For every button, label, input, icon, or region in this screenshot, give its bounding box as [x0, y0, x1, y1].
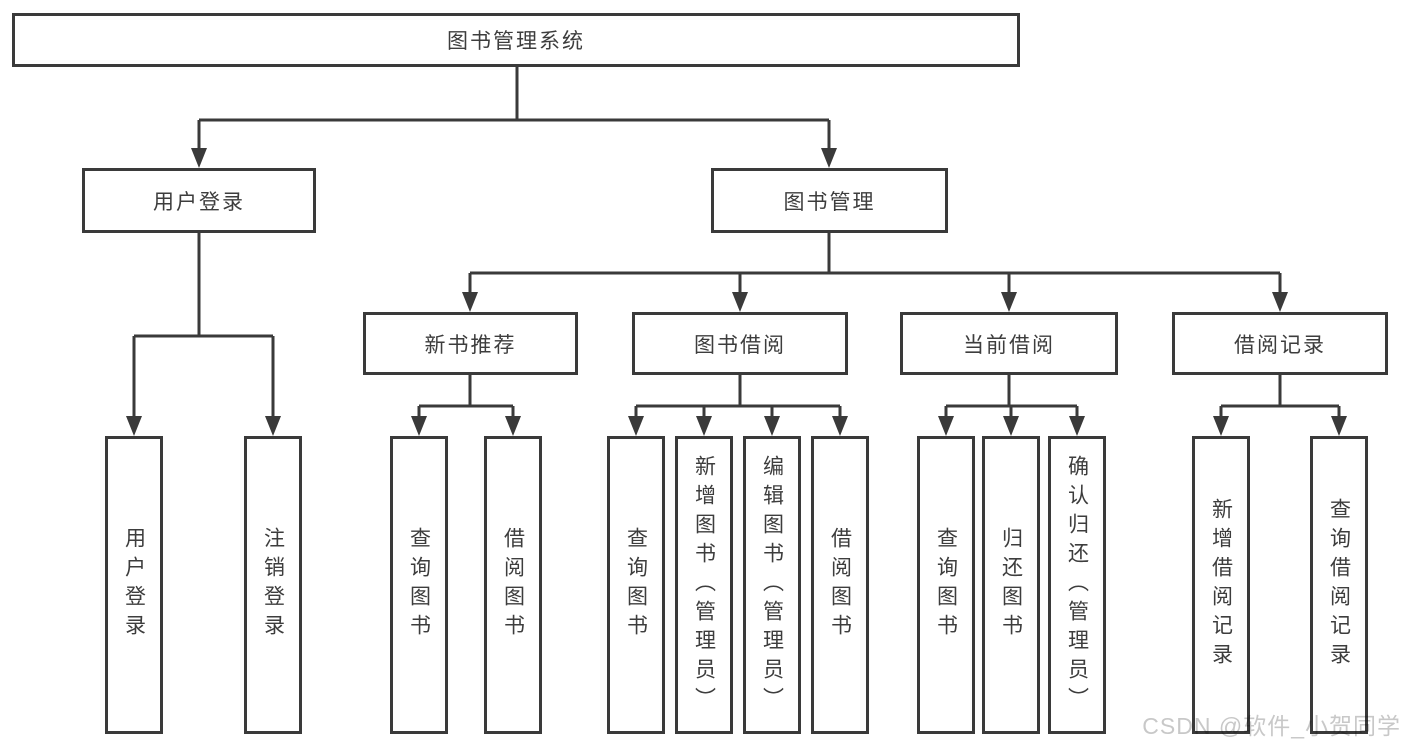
- leaf-confirm-return-admin: 确认归还（管理员）: [1048, 436, 1106, 734]
- node-label: 借阅图书: [828, 527, 852, 643]
- arrowhead: [265, 416, 281, 436]
- csdn-watermark: CSDN @软件_小贺同学: [1142, 713, 1401, 739]
- arrowhead: [938, 416, 954, 436]
- node-label: 查询图书: [624, 527, 648, 643]
- node-label: 借阅图书: [501, 527, 525, 643]
- arrowhead: [821, 148, 837, 168]
- leaf-add-books-admin: 新增图书（管理员）: [675, 436, 733, 734]
- leaf-add-borrow-record: 新增借阅记录: [1192, 436, 1250, 734]
- arrowhead: [1213, 416, 1229, 436]
- node-user-login-branch: 用户登录: [82, 168, 316, 233]
- node-label: 新增借阅记录: [1209, 498, 1233, 672]
- node-label: 用户登录: [153, 190, 245, 214]
- node-label: 归还图书: [999, 527, 1023, 643]
- arrowhead: [696, 416, 712, 436]
- node-label: 注销登录: [261, 527, 285, 643]
- node-borrow-record: 借阅记录: [1172, 312, 1388, 375]
- node-label: 查询图书: [934, 527, 958, 643]
- arrowhead: [1003, 416, 1019, 436]
- leaf-borrow-books-recommend: 借阅图书: [484, 436, 542, 734]
- node-book-borrow: 图书借阅: [632, 312, 848, 375]
- node-label: 确认归还（管理员）: [1065, 454, 1089, 716]
- node-current-borrow: 当前借阅: [900, 312, 1118, 375]
- arrowhead: [191, 148, 207, 168]
- arrowhead: [732, 292, 748, 312]
- node-label: 新书推荐: [424, 333, 517, 357]
- arrowhead: [462, 292, 478, 312]
- node-book-management-branch: 图书管理: [711, 168, 948, 233]
- arrowhead: [628, 416, 644, 436]
- node-library-management-system: 图书管理系统: [12, 13, 1020, 67]
- arrowhead: [411, 416, 427, 436]
- arrowhead: [126, 416, 142, 436]
- leaf-edit-books-admin: 编辑图书（管理员）: [743, 436, 801, 734]
- arrowhead: [505, 416, 521, 436]
- leaf-return-books: 归还图书: [982, 436, 1040, 734]
- leaf-logout: 注销登录: [244, 436, 302, 734]
- leaf-query-borrow-record: 查询借阅记录: [1310, 436, 1368, 734]
- node-label: 借阅记录: [1234, 333, 1326, 357]
- arrowhead: [1331, 416, 1347, 436]
- node-label: 图书管理: [783, 190, 876, 214]
- leaf-user-login: 用户登录: [105, 436, 163, 734]
- node-label: 当前借阅: [963, 333, 1055, 357]
- node-label: 图书管理系统: [447, 30, 585, 53]
- arrowhead: [1001, 292, 1017, 312]
- leaf-query-books-borrow: 查询图书: [607, 436, 665, 734]
- leaf-borrow-books: 借阅图书: [811, 436, 869, 734]
- node-label: 用户登录: [122, 527, 146, 643]
- arrowhead: [1069, 416, 1085, 436]
- arrowhead: [764, 416, 780, 436]
- arrowhead: [832, 416, 848, 436]
- node-label: 编辑图书（管理员）: [760, 454, 784, 716]
- node-label: 查询借阅记录: [1327, 498, 1351, 672]
- leaf-query-books-current: 查询图书: [917, 436, 975, 734]
- node-label: 查询图书: [407, 527, 431, 643]
- node-label: 图书借阅: [694, 333, 786, 357]
- node-label: 新增图书（管理员）: [692, 454, 716, 716]
- node-new-book-recommend: 新书推荐: [363, 312, 578, 375]
- arrowhead: [1272, 292, 1288, 312]
- leaf-query-books-recommend: 查询图书: [390, 436, 448, 734]
